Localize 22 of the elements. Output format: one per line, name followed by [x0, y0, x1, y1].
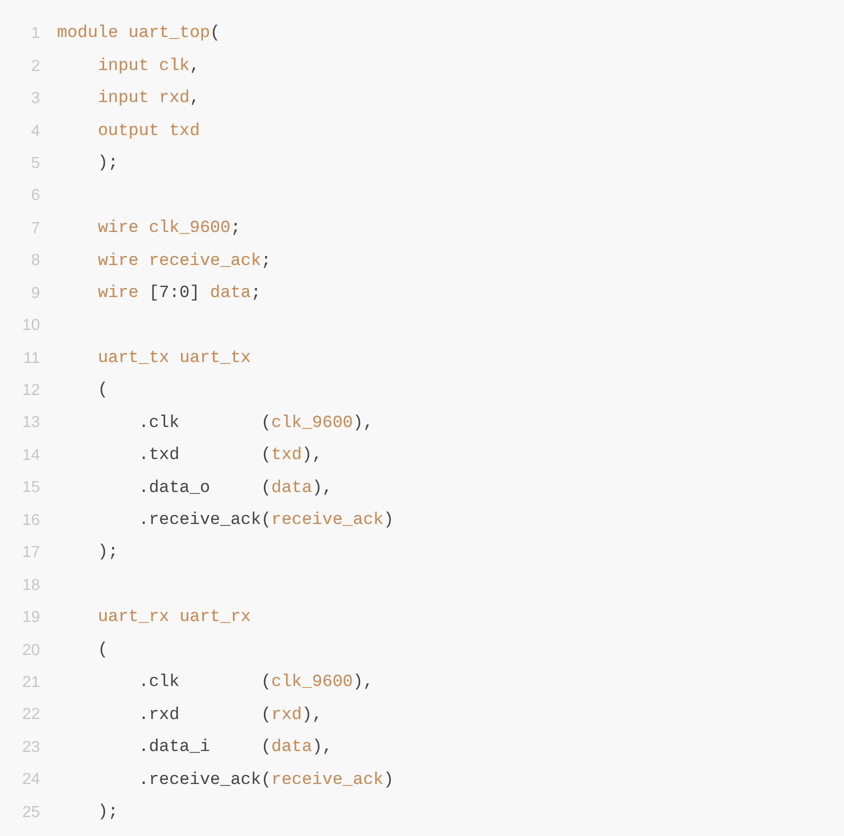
code-line: .data_i (data),	[138, 738, 332, 758]
code-line: uart_tx uart_tx	[96, 348, 251, 368]
code-line: .clk (clk_9600),	[138, 673, 374, 692]
code-line: );	[96, 154, 118, 174]
code-line: .receive_ack(receive_ack)	[138, 511, 394, 530]
code-line: uart_rx uart_rx	[96, 608, 251, 628]
code-line: input clk,	[96, 56, 200, 76]
code-line: (	[96, 381, 108, 400]
code-line: .receive_ack(receive_ack)	[138, 770, 394, 790]
code-line: (	[96, 640, 108, 660]
code-line: wire clk_9600;	[96, 219, 241, 238]
code-line: .data_o (data),	[138, 478, 332, 498]
code-line: .txd (txd),	[138, 446, 322, 466]
code-line: wire receive_ack;	[96, 252, 272, 271]
code-line: module uart_top(	[57, 24, 220, 44]
code-line: .rxd (rxd),	[138, 706, 322, 725]
code-line: input rxd,	[96, 89, 200, 108]
code-line: );	[96, 802, 118, 822]
code-line: .clk (clk_9600),	[138, 414, 374, 433]
code-line: wire [7:0] data;	[96, 284, 262, 303]
code-line: output txd	[96, 122, 200, 141]
code-line: );	[96, 543, 118, 562]
